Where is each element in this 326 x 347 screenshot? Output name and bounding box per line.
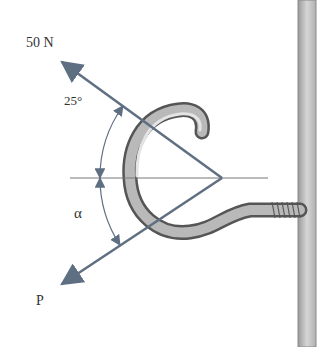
angle-arc	[100, 178, 120, 245]
angle-arc	[100, 106, 123, 178]
force-arrow	[62, 62, 222, 178]
thread-stroke	[287, 202, 290, 218]
angle-label: 25°	[64, 94, 82, 107]
thread-stroke	[272, 202, 275, 218]
screw-thread	[272, 202, 300, 218]
thread-stroke	[297, 202, 300, 218]
wall	[298, 0, 316, 347]
force-arrow	[62, 178, 222, 284]
hook-outline	[130, 110, 300, 233]
thread-stroke	[292, 202, 295, 218]
hook-core	[130, 110, 300, 233]
force-label: 50 N	[26, 36, 54, 50]
thread-stroke	[282, 202, 285, 218]
angle-label: α	[74, 206, 82, 221]
force-label: P	[36, 294, 44, 308]
thread-stroke	[277, 202, 280, 218]
